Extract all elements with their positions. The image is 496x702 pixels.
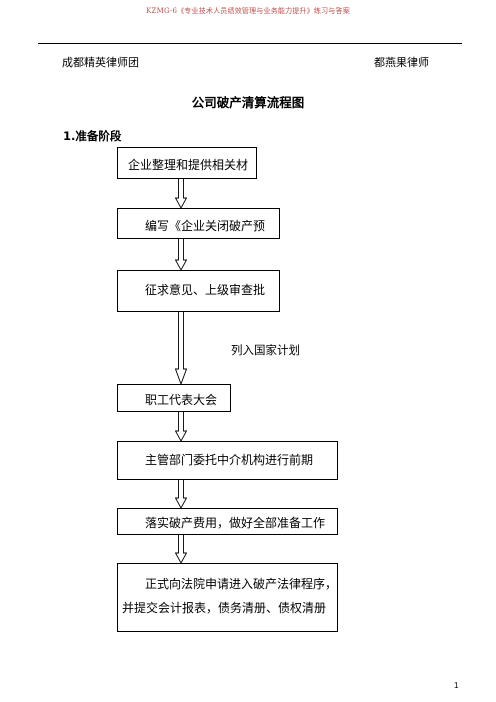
- flow-step-5-label: 主管部门委托中介机构进行前期: [145, 453, 314, 467]
- flow-step-2-label: 编写《企业关闭破产预: [145, 219, 266, 233]
- flow-step-6-label: 落实破产费用，做好全部准备工作: [145, 516, 326, 530]
- flow-step-1-box: 企业整理和提供相关材: [117, 147, 257, 179]
- organization-name: 成都精英律师团: [62, 56, 139, 69]
- flow-arrow-5: [175, 480, 187, 509]
- flow-step-4-label: 职工代表大会: [145, 393, 218, 407]
- flow-arrow-4: [175, 412, 187, 442]
- flow-arrow-3: [175, 312, 187, 385]
- section-heading: 1.准备阶段: [63, 129, 122, 143]
- author-name: 都燕果律师: [374, 56, 429, 69]
- flow-step-6-box: 落实破产费用，做好全部准备工作: [117, 508, 338, 535]
- flow-step-1-label: 企业整理和提供相关材: [128, 158, 249, 172]
- header-running-title: KZMG-6《专业技术人员绩效管理与业务能力提升》练习与答案: [146, 7, 350, 15]
- header-rule: [38, 43, 462, 44]
- flow-arrow-1: [175, 179, 187, 209]
- flow-step-2-box: 编写《企业关闭破产预: [117, 208, 280, 239]
- flow-step-7-label-line1: 正式向法院申请进入破产法律程序，: [145, 577, 338, 591]
- flow-arrow-2: [175, 239, 187, 271]
- flow-step-3-box: 征求意见、上级审查批: [117, 270, 280, 312]
- flow-arrow-6: [175, 535, 187, 564]
- document-title: 公司破产清算流程图: [191, 95, 305, 110]
- flow-step-3-label: 征求意见、上级审查批: [145, 283, 266, 297]
- flow-step-5-box: 主管部门委托中介机构进行前期: [117, 441, 338, 480]
- flow-step-7-box: 正式向法院申请进入破产法律程序， 并提交会计报表，债务清册、债权清册: [117, 563, 338, 632]
- side-note: 列入国家计划: [231, 343, 300, 357]
- flow-step-7-label-line2: 并提交会计报表，债务清册、债权清册: [122, 601, 327, 615]
- page-number: 1: [454, 681, 459, 690]
- flow-step-4-box: 职工代表大会: [117, 384, 231, 412]
